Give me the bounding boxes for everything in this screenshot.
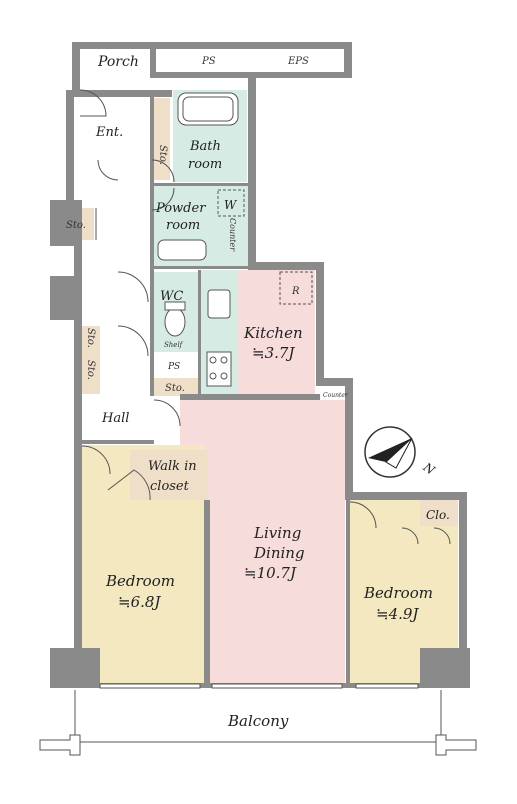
wc-label: WC [160,289,183,304]
fixtures [39,92,477,756]
powder-label-2: room [166,218,200,233]
kitchen-label-2: ≒3.7J [252,344,295,362]
toilet [164,307,186,337]
ps-top-label: PS [201,56,216,67]
shelf-label: Shelf [164,341,184,349]
kitchen-area [237,270,315,394]
fridge-label: R [291,286,300,297]
walk-in-closet-label-1: Walk in [148,459,197,474]
ps-small-label: PS [167,362,180,372]
balcony-label: Balcony [227,712,289,730]
sto-small-label: Sto. [165,383,185,394]
entrance-label: Ent. [95,125,123,140]
kitchen-sink [207,289,231,319]
sto-small-area [152,378,198,396]
sto-hall-label-1: Sto. [85,328,96,348]
bedroom-right-size: ≒4.9J [376,605,419,623]
compass-icon [364,426,416,478]
kitchen-label-1: Kitchen [243,324,303,342]
bath-label-2: room [188,157,222,172]
stove [206,351,232,387]
living-dining-area [180,400,345,685]
eps-label: EPS [287,56,309,67]
north-label: N [420,459,438,477]
hall-label: Hall [101,411,129,426]
washer-label: W [224,198,238,212]
counter-powder-label: Counter [228,218,237,252]
powder-label-1: Powder [155,201,206,216]
washbasin [157,239,207,261]
sto-hall-area [80,326,100,394]
dining-label: Dining [253,544,305,562]
bedroom-right-label: Bedroom [363,584,433,602]
washer-box [217,189,245,217]
sto-entrance-area [150,98,170,180]
bedroom-left-size: ≒6.8J [118,593,161,611]
room-fills [60,90,458,685]
bath-label-1: Bath [189,139,221,154]
fridge-box [279,271,313,305]
walk-in-closet-area [130,450,208,500]
closet-right-area [420,500,458,526]
walk-in-closet-label-2: closet [150,479,190,494]
sto-hall-label-2: Sto. [85,360,96,380]
porch-label: Porch [97,54,139,70]
counter-kitchen-label: Counter [323,392,349,399]
doors [79,89,451,545]
living-label: Living [253,524,301,542]
ldk-size-label: ≒10.7J [244,564,297,582]
labels: Porch PS EPS Ent. Sto. Bath room Powder … [66,54,450,730]
sto-left-label: Sto. [66,220,86,231]
bedroom-left-label: Bedroom [105,572,175,590]
bathtub [177,92,239,126]
closet-label: Clo. [426,508,450,522]
sto-entrance-label: Sto. [157,145,168,165]
